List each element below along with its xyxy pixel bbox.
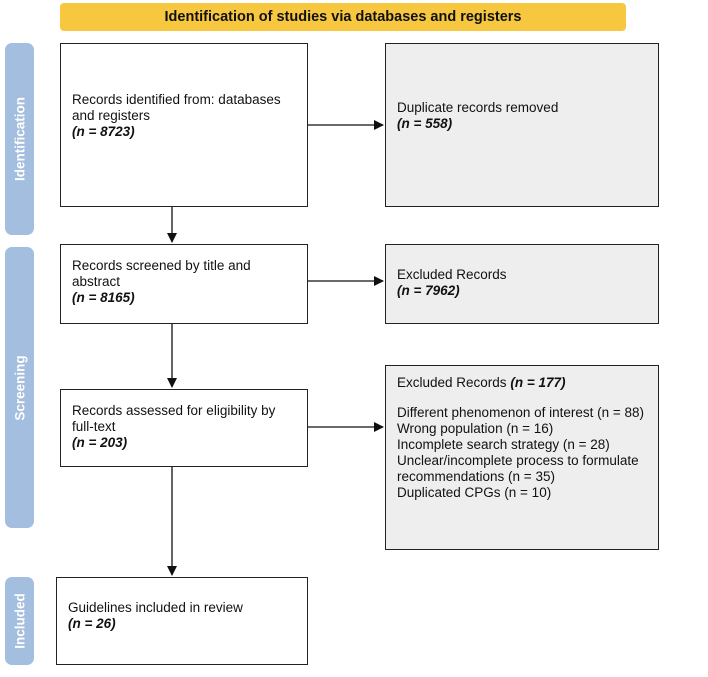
records-screened-count: (n = 8165) (72, 290, 135, 305)
records-assessed-text: Records assessed for eligibility by full… (72, 403, 276, 434)
included-count: (n = 26) (68, 616, 116, 631)
phase-label-included: Included (5, 577, 34, 665)
exclusion-reason: Unclear/incomplete process to formulate … (397, 453, 639, 484)
records-screened-box: Records screened by title and abstract (… (60, 244, 308, 324)
included-box: Guidelines included in review (n = 26) (56, 577, 308, 665)
included-text: Guidelines included in review (68, 600, 243, 615)
records-identified-count: (n = 8723) (72, 124, 135, 139)
exclusion-reason: Different phenomenon of interest (n = 88… (397, 405, 645, 420)
header-banner: Identification of studies via databases … (60, 3, 626, 31)
phase-label-screening: Screening (5, 247, 34, 528)
excluded-fulltext-box: Excluded Records (n = 177) Different phe… (385, 365, 659, 550)
records-assessed-box: Records assessed for eligibility by full… (60, 389, 308, 467)
records-identified-text: Records identified from: databases and r… (72, 92, 281, 123)
exclusion-reason: Duplicated CPGs (n = 10) (397, 485, 552, 500)
records-identified-box: Records identified from: databases and r… (60, 43, 308, 207)
excluded-screening-count: (n = 7962) (397, 283, 460, 298)
excluded-fulltext-heading: Excluded Records (n = 177) (397, 375, 650, 391)
duplicates-removed-text: Duplicate records removed (397, 100, 559, 115)
duplicates-removed-box: Duplicate records removed (n = 558) (385, 43, 659, 207)
records-screened-text: Records screened by title and abstract (72, 258, 251, 289)
phase-label-identification: Identification (5, 43, 34, 235)
records-assessed-count: (n = 203) (72, 435, 128, 450)
excluded-fulltext-title: Excluded Records (397, 375, 507, 390)
duplicates-removed-count: (n = 558) (397, 116, 453, 131)
exclusion-reason: Incomplete search strategy (n = 28) (397, 437, 610, 452)
excluded-fulltext-count: (n = 177) (510, 375, 566, 390)
exclusion-reason: Wrong population (n = 16) (397, 421, 554, 436)
excluded-screening-text: Excluded Records (397, 267, 507, 282)
excluded-screening-box: Excluded Records (n = 7962) (385, 244, 659, 324)
